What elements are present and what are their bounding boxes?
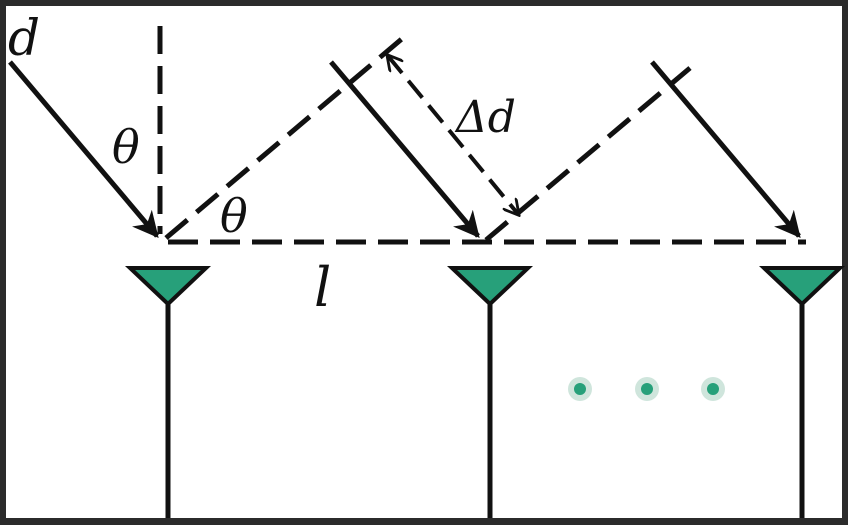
canvas-background xyxy=(6,6,842,518)
path-difference-label: Δd xyxy=(454,92,516,143)
antenna-element-1 xyxy=(124,266,212,518)
incident-signal-arrow-1 xyxy=(8,60,159,238)
continuation-dot xyxy=(574,383,586,395)
element-spacing-label: l xyxy=(314,256,331,319)
continuation-dot xyxy=(707,383,719,395)
incident-signal-arrow-3 xyxy=(650,60,801,238)
wavefront-dashed-1 xyxy=(164,30,412,240)
antenna-element-3 xyxy=(758,266,846,518)
angle-theta-horizontal-label: θ xyxy=(220,189,248,243)
angle-theta-vertical-label: θ xyxy=(112,120,140,174)
incident-signal-arrow-2 xyxy=(329,60,480,238)
continuation-dots xyxy=(568,377,725,401)
path-difference-dimension xyxy=(388,56,518,214)
incident-signal-label: d xyxy=(8,9,40,67)
continuation-dot xyxy=(641,383,653,395)
antenna-element-2 xyxy=(446,266,534,518)
